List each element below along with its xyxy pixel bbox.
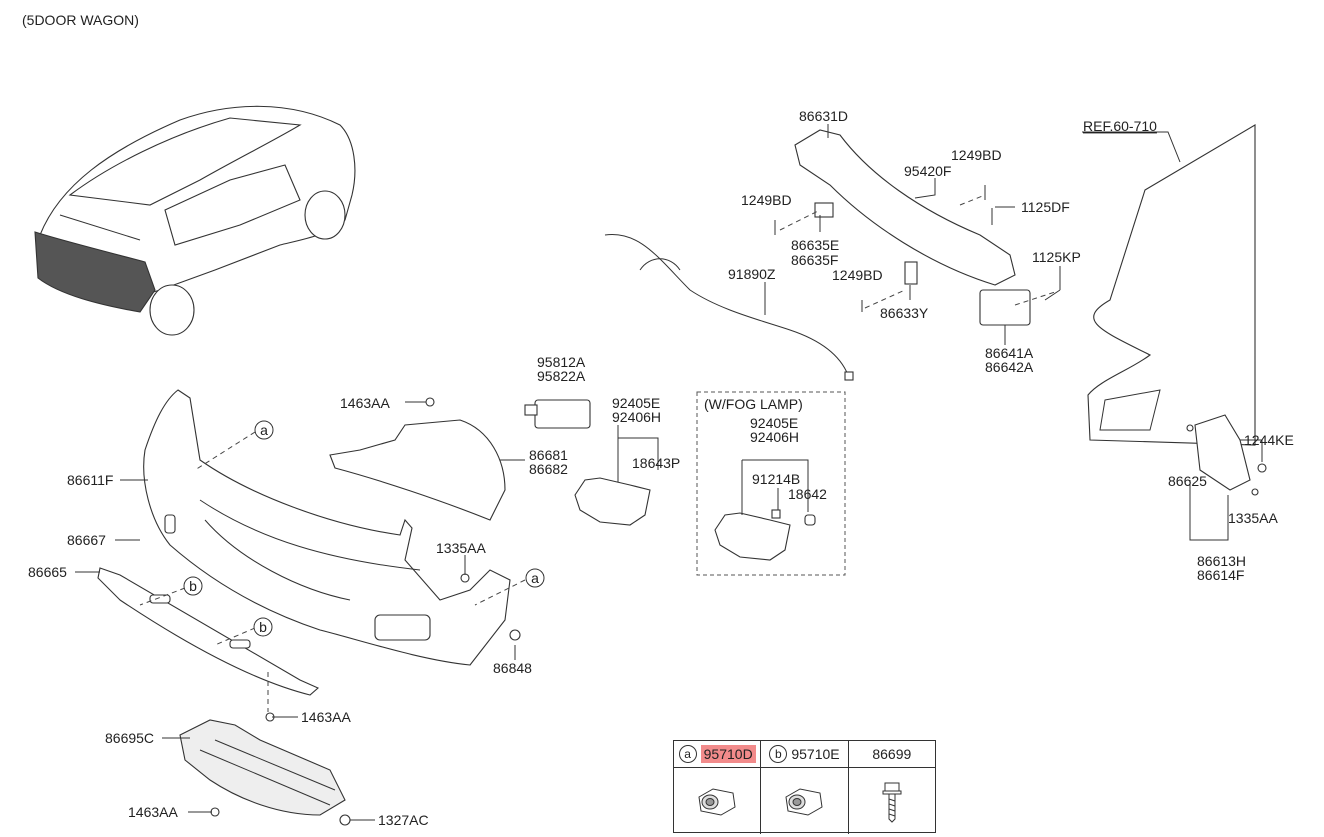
label-91214B: 91214B (752, 471, 800, 487)
rear-beam (794, 129, 1031, 326)
label-92405E-b: 92405E (750, 415, 798, 431)
svg-text:a: a (531, 570, 539, 586)
legend-b-image[interactable] (761, 768, 849, 834)
leader-lines (75, 124, 1263, 821)
label-95420F: 95420F (904, 163, 951, 179)
label-1249BD-a: 1249BD (951, 147, 1002, 163)
legend-col-c[interactable]: 86699 (849, 741, 935, 767)
label-95822A: 95822A (537, 368, 586, 384)
label-86625: 86625 (1168, 473, 1207, 489)
lower-diffuser (97, 567, 320, 696)
callout-b-lower: b (253, 617, 273, 637)
legend-b-part-number[interactable]: 95710E (791, 746, 840, 762)
legend-c-part-number[interactable]: 86699 (872, 746, 912, 762)
callout-a-lower: a (525, 568, 545, 588)
legend-a-image[interactable] (674, 768, 762, 834)
legend-image-row (674, 768, 935, 834)
label-86635F: 86635F (791, 252, 838, 268)
label-1463AA-a: 1463AA (340, 395, 390, 411)
label-1335AA-a: 1335AA (436, 540, 486, 556)
label-18643P: 18643P (632, 455, 680, 471)
label-92406H-a: 92406H (612, 409, 661, 425)
label-86641A: 86641A (985, 345, 1034, 361)
bolt-icon (882, 782, 902, 823)
label-1327AC: 1327AC (378, 812, 429, 828)
label-86635E: 86635E (791, 237, 839, 253)
fog-lamp-group (696, 391, 846, 576)
wiring-harness (604, 233, 854, 381)
label-86681: 86681 (529, 447, 568, 463)
parts-legend-table: a 95710D b 95710E 86699 (673, 740, 936, 834)
label-86642A: 86642A (985, 359, 1034, 375)
label-86614F: 86614F (1197, 567, 1244, 583)
callout-b-upper: b (183, 576, 203, 596)
label-95812A: 95812A (537, 354, 586, 370)
sensor-module (524, 399, 591, 429)
under-cover (179, 719, 346, 816)
label-86667: 86667 (67, 532, 106, 548)
svg-text:b: b (259, 619, 267, 635)
callout-lines (139, 194, 1056, 712)
legend-col-a[interactable]: a 95710D (674, 741, 762, 767)
label-86613H: 86613H (1197, 553, 1246, 569)
label-86682: 86682 (529, 461, 568, 477)
label-86633Y: 86633Y (880, 305, 929, 321)
label-91890Z: 91890Z (728, 266, 776, 282)
label-ref-60-710: REF.60-710 (1083, 118, 1157, 134)
label-18642: 18642 (788, 486, 827, 502)
quarter-panel-ref (1087, 124, 1256, 491)
label-1463AA-c: 1463AA (128, 804, 178, 820)
label-86695C: 86695C (105, 730, 154, 746)
label-1125DF: 1125DF (1021, 199, 1070, 215)
label-92405E-a: 92405E (612, 395, 660, 411)
parking-sensor-icon (785, 788, 824, 816)
diagram-variant-title: (5DOOR WAGON) (22, 12, 139, 28)
callout-a-upper: a (254, 420, 274, 440)
label-1244KE: 1244KE (1244, 432, 1294, 448)
legend-header-row: a 95710D b 95710E 86699 (674, 741, 935, 768)
label-1249BD-b: 1249BD (741, 192, 792, 208)
vehicle-illustration (34, 105, 356, 336)
label-wfog-title: (W/FOG LAMP) (704, 396, 803, 412)
reflector-lamp (574, 477, 651, 526)
label-86665: 86665 (28, 564, 67, 580)
svg-text:a: a (260, 422, 268, 438)
svg-text:b: b (189, 578, 197, 594)
label-1463AA-b: 1463AA (301, 709, 351, 725)
label-86848: 86848 (493, 660, 532, 676)
legend-c-image[interactable] (849, 768, 935, 834)
label-86611F: 86611F (67, 472, 113, 488)
part-labels: 86631D 1249BD 95420F 1249BD 1125DF 86635… (28, 108, 1294, 828)
label-1125KP: 1125KP (1032, 249, 1081, 265)
label-1335AA-b: 1335AA (1228, 510, 1278, 526)
legend-a-part-number[interactable]: 95710D (700, 745, 756, 763)
parking-sensor-icon (698, 788, 736, 816)
side-cover (329, 419, 506, 521)
label-1249BD-c: 1249BD (832, 267, 883, 283)
rear-bumper-cover (143, 389, 511, 666)
legend-a-letter: a (678, 745, 697, 763)
legend-col-b[interactable]: b 95710E (761, 741, 849, 767)
label-92406H-b: 92406H (750, 429, 799, 445)
label-86631D: 86631D (799, 108, 848, 124)
legend-b-letter: b (769, 745, 788, 763)
